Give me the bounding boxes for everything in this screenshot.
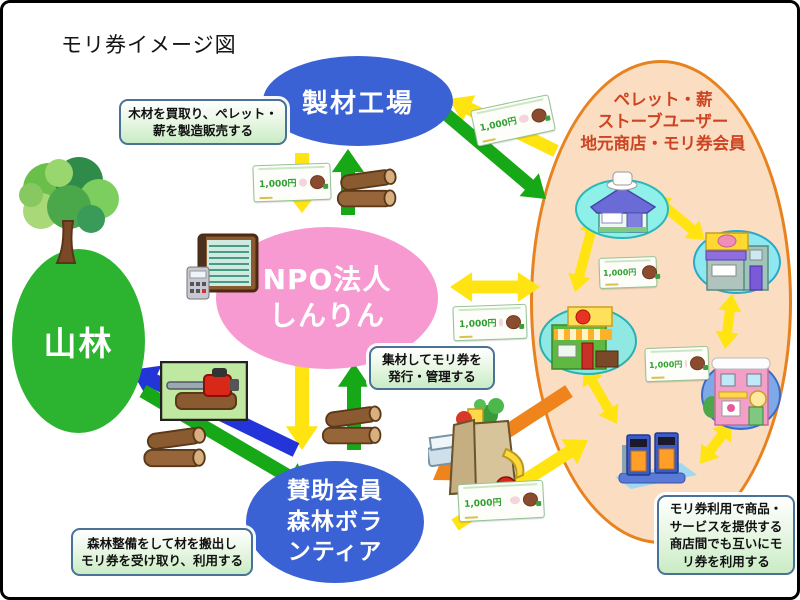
callout-line: モリ券を受け取り、利用する bbox=[80, 553, 243, 568]
voucher-value: 1,000円 bbox=[479, 116, 518, 134]
voucher-value: 1,000円 bbox=[602, 267, 637, 278]
cafe-shop-icon bbox=[575, 171, 669, 239]
node-volunteer-label-line3: ンティア bbox=[287, 539, 383, 566]
boutique-shop-icon bbox=[701, 357, 781, 430]
page-title: モリ券イメージ図 bbox=[61, 33, 237, 57]
voucher-value: 1,000円 bbox=[458, 318, 497, 331]
voucher-stamp bbox=[509, 496, 521, 505]
grocer-shop-icon bbox=[539, 306, 637, 375]
members-heading-line1: ペレット・薪 bbox=[613, 90, 713, 109]
node-volunteer-label-line1: 賛助会員 bbox=[287, 478, 383, 505]
node-sawmill: 製材工場 bbox=[263, 56, 453, 146]
voucher-art bbox=[522, 492, 539, 507]
voucher-art bbox=[530, 106, 548, 124]
gas-station-icon bbox=[615, 432, 697, 489]
members-heading-line2: ストーブユーザー bbox=[597, 111, 729, 131]
voucher-stamp bbox=[518, 113, 530, 124]
callout-line: 集材してモリ券を bbox=[382, 351, 482, 367]
node-npo-label-line1: NPO法人 bbox=[262, 262, 392, 296]
callout-line: リ券を利用する bbox=[682, 553, 770, 569]
voucher-icon: 1,000円 bbox=[252, 162, 332, 203]
node-forest-label: 山林 bbox=[43, 324, 114, 363]
chainsaw-icon bbox=[160, 361, 248, 421]
node-forest: 山林 bbox=[12, 249, 145, 433]
callout-line: サービスを提供する bbox=[669, 518, 783, 534]
voucher-art bbox=[505, 314, 522, 329]
voucher-icon: 1,000円 bbox=[644, 345, 710, 383]
voucher-stamp bbox=[685, 359, 688, 368]
members-heading-line3: 地元商店・モリ券会員 bbox=[580, 133, 746, 153]
node-volunteer-label-line2: 森林ボラ bbox=[287, 508, 383, 535]
arrow-sawmill-to-members bbox=[435, 104, 546, 199]
arrow-volunteer-to-npo bbox=[337, 363, 371, 450]
butcher-shop-icon bbox=[693, 230, 781, 294]
arrow-npo-members-exchange bbox=[450, 272, 540, 302]
logs-icon bbox=[143, 426, 206, 468]
logs-icon bbox=[321, 405, 382, 445]
members-heading: ペレット・薪 ストーブユーザー 地元商店・モリ券会員 bbox=[548, 89, 778, 154]
callout-line: 薪を製造販売する bbox=[152, 123, 253, 138]
tree-icon bbox=[19, 157, 119, 264]
callout-line: 森林整備をして材を搬出し bbox=[87, 535, 237, 551]
callout-volunteer-note: 森林整備をして材を搬出し モリ券を受け取り、利用する bbox=[71, 528, 253, 576]
callout-line: 発行・管理する bbox=[388, 369, 476, 384]
callout-line: 商店間でも互いにモ bbox=[669, 536, 783, 551]
arrow-shop-boutique-gas bbox=[700, 422, 732, 464]
voucher-icon: 1,000円 bbox=[452, 303, 528, 342]
voucher-icon: 1,000円 bbox=[457, 479, 545, 523]
voucher-stamp bbox=[299, 177, 308, 187]
callout-members-note: モリ券利用で商品・ サービスを提供する 商店間でも互いにモ リ券を利用する bbox=[657, 495, 795, 575]
logs-icon bbox=[336, 168, 397, 208]
voucher-value: 1,000円 bbox=[258, 178, 297, 191]
node-sawmill-label: 製材工場 bbox=[301, 88, 414, 119]
callout-sawmill-note: 木材を買取り、ペレット・ 薪を製造販売する bbox=[119, 99, 287, 145]
grocery-bag-icon bbox=[428, 398, 525, 498]
node-npo-label-line2: しんりん bbox=[268, 299, 385, 332]
arrow-shop-butcher-boutique bbox=[715, 294, 742, 349]
callout-npo-note: 集材してモリ券を 発行・管理する bbox=[369, 346, 495, 390]
arrow-shop-grocer-gas bbox=[582, 367, 619, 424]
callout-line: 木材を買取り、ペレット・ bbox=[128, 105, 278, 121]
arrow-shop-cafe-grocer bbox=[568, 216, 602, 292]
voucher-icon: 1,000円 bbox=[598, 255, 658, 290]
node-volunteer: 賛助会員 森林ボラ ンティア bbox=[246, 461, 424, 583]
voucher-value: 1,000円 bbox=[463, 497, 502, 510]
callout-line: モリ券利用で商品・ bbox=[669, 501, 783, 516]
voucher-art bbox=[642, 264, 658, 279]
voucher-stamp bbox=[499, 318, 504, 327]
ledger-calculator-icon bbox=[186, 233, 259, 300]
voucher-value: 1,000円 bbox=[648, 359, 683, 370]
voucher-art bbox=[309, 174, 326, 189]
arrow-npo-to-volunteer bbox=[285, 365, 319, 450]
voucher-art bbox=[689, 356, 706, 371]
